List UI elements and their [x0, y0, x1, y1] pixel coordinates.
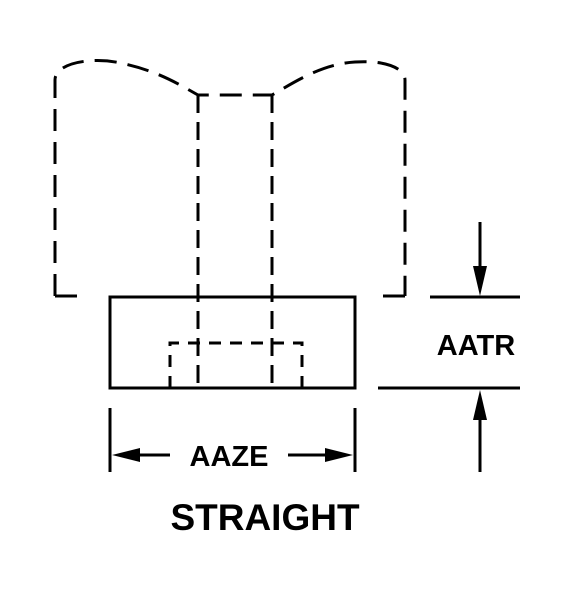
height-arrowhead-bottom [473, 390, 487, 420]
hidden-recess-outline [168, 341, 304, 388]
height-arrowhead-top [473, 266, 487, 296]
diagram-caption: STRAIGHT [170, 497, 360, 538]
height-dimension-label: AATR [437, 330, 515, 362]
part-body [108, 295, 357, 390]
width-arrowhead-right [325, 448, 353, 462]
hidden-bore-lines [196, 95, 274, 388]
width-dimension-label: AAZE [190, 441, 269, 473]
phantom-shaft-outline [53, 59, 407, 298]
width-arrowhead-left [112, 448, 140, 462]
